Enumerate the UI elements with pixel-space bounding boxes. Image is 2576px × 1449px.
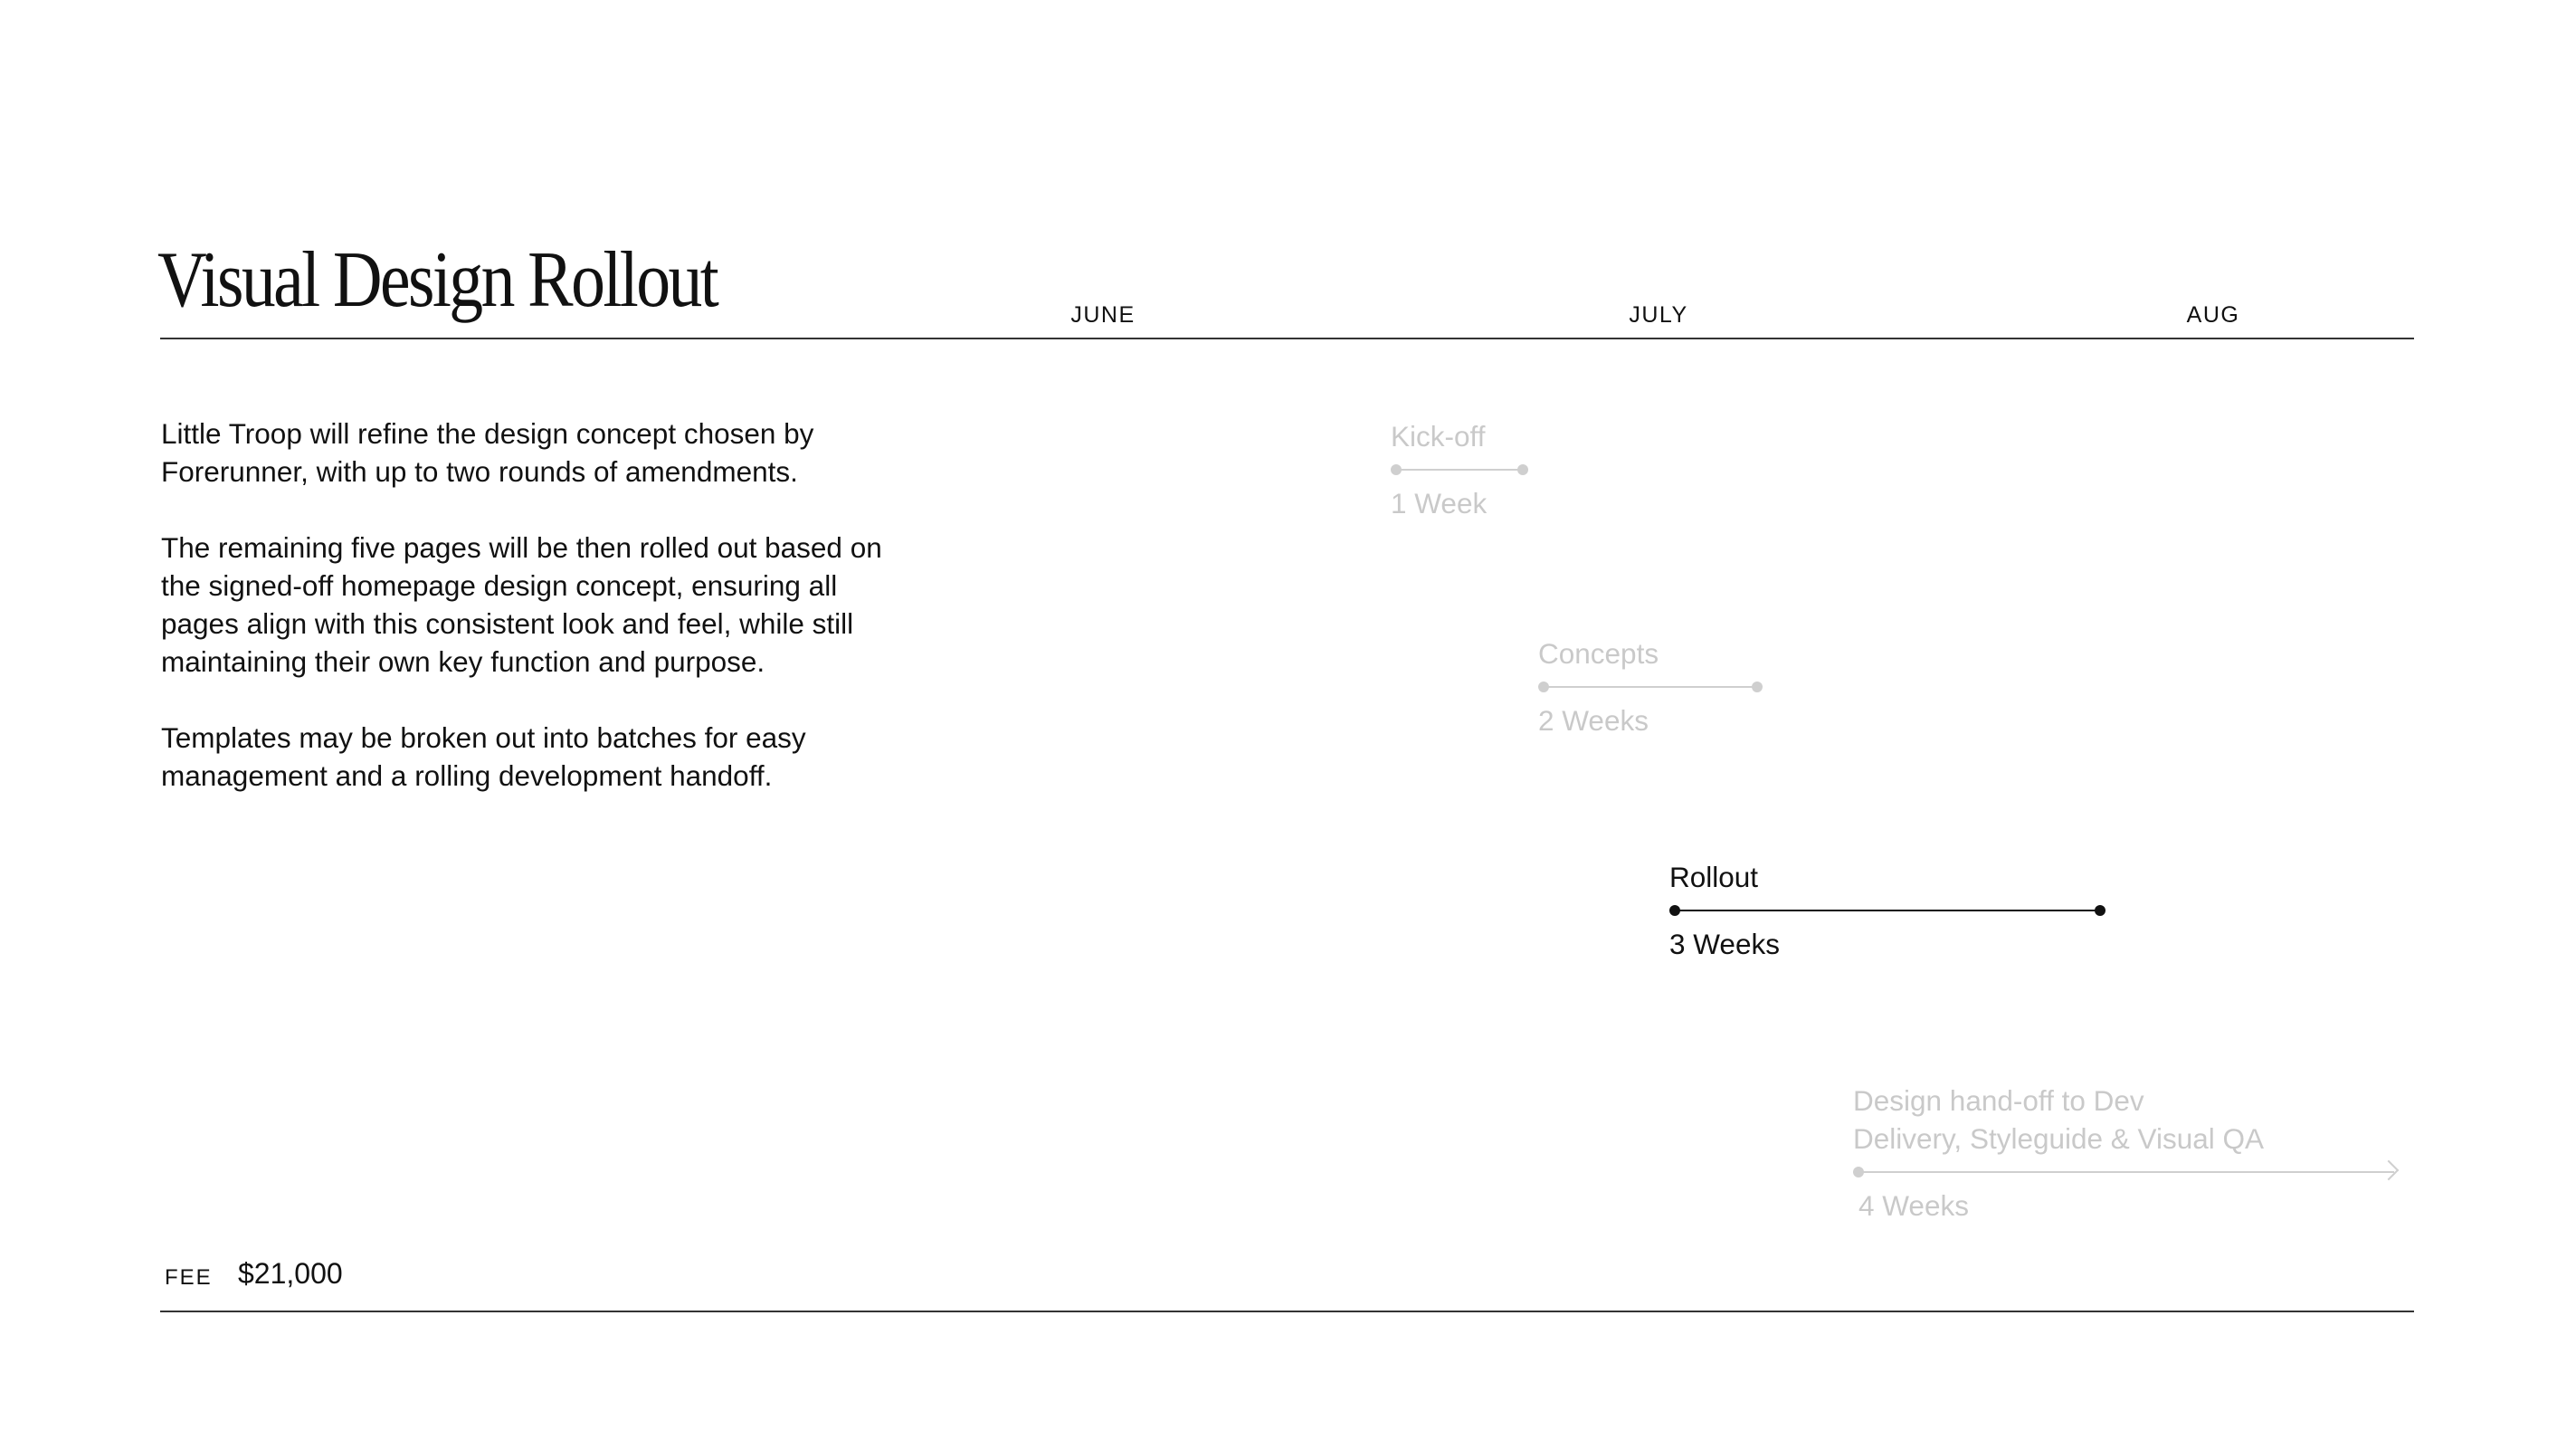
fee-label: FEE <box>165 1265 213 1290</box>
phase-bar-line <box>1544 686 1757 688</box>
phase-duration: 1 Week <box>1391 487 1488 520</box>
description-paragraph: Little Troop will refine the design conc… <box>161 417 814 488</box>
fee-value: $21,000 <box>238 1257 343 1290</box>
arrow-right-icon <box>2378 1159 2400 1181</box>
phase-bar-line <box>1858 1171 2394 1173</box>
timeline-month-aug: AUG <box>2186 302 2240 328</box>
phase-start-dot <box>1538 682 1549 692</box>
description-paragraph: Templates may be broken out into batches… <box>161 721 806 792</box>
phase-duration: 4 Weeks <box>1858 1189 1969 1222</box>
description-paragraph: The remaining five pages will be then ro… <box>161 531 882 678</box>
header-divider <box>160 338 2414 339</box>
phase-bar-line <box>1396 469 1523 471</box>
phase-start-dot <box>1853 1167 1864 1177</box>
phase-concepts: Concepts 2 Weeks <box>1538 634 1763 739</box>
phase-bar <box>1669 896 2105 925</box>
page-title: Visual Design Rollout <box>157 236 719 324</box>
phase-bar <box>1391 455 1528 484</box>
phase-end-dot <box>2095 905 2105 916</box>
timeline-month-july: JULY <box>1629 302 1688 328</box>
phase-label: Design hand-off to Dev <box>1853 1084 2144 1117</box>
phase-kickoff: Kick-off 1 Week <box>1391 417 1528 522</box>
footer-divider <box>160 1311 2414 1312</box>
phase-bar <box>1853 1158 2400 1187</box>
phase-bar <box>1538 672 1763 701</box>
phase-start-dot <box>1391 464 1402 475</box>
phase-label: Concepts <box>1538 637 1659 670</box>
phase-duration: 3 Weeks <box>1669 928 1780 960</box>
phase-rollout: Rollout 3 Weeks <box>1669 858 2105 963</box>
phase-label: Rollout <box>1669 861 1759 893</box>
timeline-month-june: JUNE <box>1070 302 1136 328</box>
phase-end-dot <box>1752 682 1763 692</box>
phase-design-handoff: Design hand-off to Dev Delivery, Stylegu… <box>1853 1082 2400 1225</box>
phase-bar-line <box>1675 910 2100 911</box>
phase-end-dot <box>1517 464 1528 475</box>
phase-start-dot <box>1669 905 1680 916</box>
phase-label: Kick-off <box>1391 420 1486 453</box>
description-text: Little Troop will refine the design conc… <box>161 415 903 833</box>
phase-duration: 2 Weeks <box>1538 704 1649 737</box>
phase-label: Delivery, Styleguide & Visual QA <box>1853 1122 2265 1155</box>
